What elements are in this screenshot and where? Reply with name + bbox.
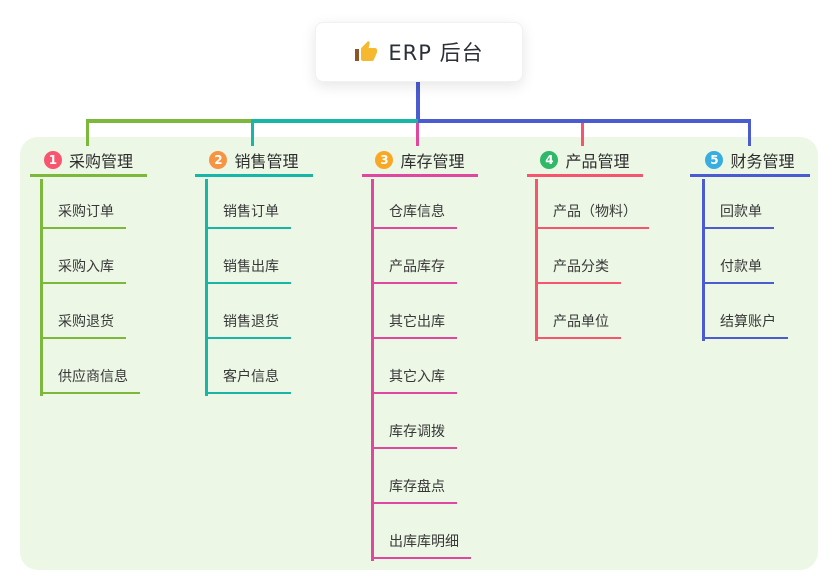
badge-1: 1 [43,151,62,169]
branch-children-purchase: 采购订单 采购入库 采购退货 供应商信息 [40,179,140,394]
branch-label: 采购管理 [68,152,133,171]
tree-node[interactable]: 销售订单 [205,201,291,229]
tree-node[interactable]: 付款单 [702,256,774,284]
tree-node[interactable]: 产品库存 [371,256,457,284]
tree-node[interactable]: 采购入库 [40,256,126,284]
bus-line-branch5 [418,119,751,123]
branch-label: 产品管理 [565,152,630,171]
root-title: ERP 后台 [388,41,484,65]
tree-node[interactable]: 库存盘点 [371,476,457,504]
trunk-line-branch3 [371,179,374,561]
branch-header-sales[interactable]: 2 销售管理 [195,146,313,177]
tree-node[interactable]: 产品单位 [535,311,621,339]
branch-label: 库存管理 [400,152,465,171]
tree-node[interactable]: 回款单 [702,201,774,229]
branch-children-product: 产品（物料） 产品分类 产品单位 [535,179,649,339]
branch-label: 财务管理 [730,152,795,171]
root-node[interactable]: ERP 后台 [315,22,523,82]
tree-node[interactable]: 产品（物料） [535,201,649,229]
drop-line-branch4 [581,123,584,146]
tree-node[interactable]: 仓库信息 [371,201,457,229]
tree-node[interactable]: 结算账户 [702,311,788,339]
bus-line-branch1 [86,119,253,123]
tree-node[interactable]: 销售出库 [205,256,291,284]
thumbs-up-icon [355,41,378,61]
tree-node[interactable]: 销售退货 [205,311,291,339]
badge-5: 5 [705,151,724,169]
trunk-line-branch1 [40,179,43,396]
tree-node[interactable]: 其它出库 [371,311,457,339]
branch-header-inventory[interactable]: 3 库存管理 [362,146,478,177]
badge-4: 4 [540,151,559,169]
tree-node[interactable]: 客户信息 [205,366,291,394]
trunk-line-branch5 [702,179,705,341]
tree-node[interactable]: 库存调拨 [371,421,457,449]
tree-node[interactable]: 采购退货 [40,311,126,339]
branch-children-sales: 销售订单 销售出库 销售退货 客户信息 [205,179,291,394]
drop-line-branch5 [748,119,751,146]
branches-panel [20,137,818,570]
branch-header-product[interactable]: 4 产品管理 [527,146,643,177]
tree-node[interactable]: 产品分类 [535,256,621,284]
tree-node[interactable]: 出库库明细 [371,531,471,559]
tree-node[interactable]: 采购订单 [40,201,126,229]
root-stem-line [416,82,420,122]
tree-node[interactable]: 供应商信息 [40,366,140,394]
drop-line-branch1 [86,119,89,146]
trunk-line-branch2 [205,179,208,396]
bus-line-branch2 [253,119,418,123]
drop-line-branch2 [251,119,254,146]
branch-header-finance[interactable]: 5 财务管理 [690,146,810,177]
drop-line-branch3 [416,123,419,146]
tree-node[interactable]: 其它入库 [371,366,457,394]
branch-children-inventory: 仓库信息 产品库存 其它出库 其它入库 库存调拨 库存盘点 出库库明细 [371,179,471,559]
badge-2: 2 [209,151,228,169]
branch-children-finance: 回款单 付款单 结算账户 [702,179,788,339]
branch-header-purchase[interactable]: 1 采购管理 [30,146,147,177]
branch-label: 销售管理 [234,152,299,171]
badge-3: 3 [375,151,394,169]
trunk-line-branch4 [535,179,538,341]
